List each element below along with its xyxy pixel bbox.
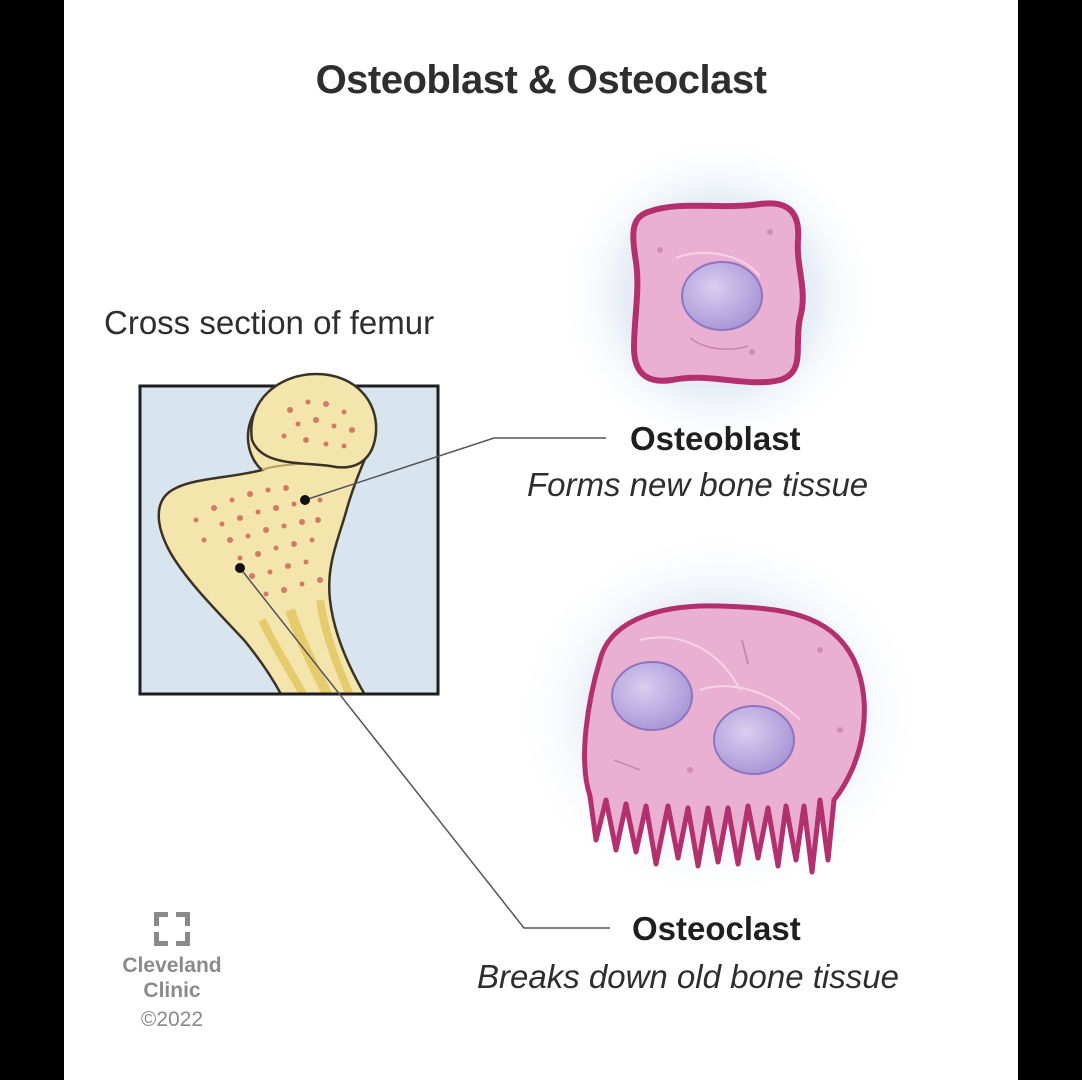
logo-copyright: ©2022 xyxy=(140,1008,204,1031)
logo-line2: Clinic xyxy=(143,979,201,1002)
osteoblast-label: Osteoblast xyxy=(630,420,801,457)
cleveland-clinic-logo-icon xyxy=(154,912,190,946)
osteoclast-label: Osteoclast xyxy=(632,910,801,947)
femur-caption: Cross section of femur xyxy=(104,304,435,341)
osteoblast-description: Forms new bone tissue xyxy=(527,466,869,503)
logo-line1: Cleveland xyxy=(122,954,222,977)
osteoclast-pointer-dot xyxy=(235,563,245,573)
leader-lines xyxy=(239,437,610,929)
page-title: Osteoblast & Osteoclast xyxy=(315,58,767,102)
osteoclast-cell xyxy=(513,530,923,900)
osteoblast-pointer-dot xyxy=(300,495,310,505)
osteoblast-cell xyxy=(558,135,878,455)
femur-cross-section xyxy=(138,372,440,696)
osteoclast-description: Breaks down old bone tissue xyxy=(477,958,899,995)
